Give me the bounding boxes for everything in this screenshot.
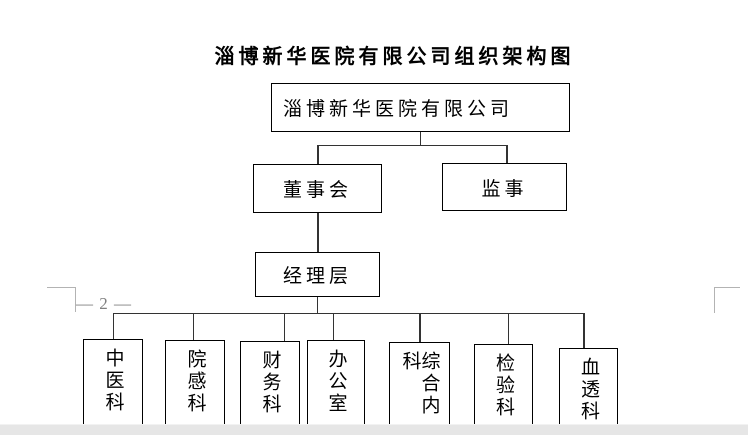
org-node-root[interactable]: 淄博新华医院有限公司 (271, 83, 570, 132)
org-node-dept-finance[interactable]: 财务科 (240, 341, 300, 433)
org-node-board-label: 董事会 (282, 180, 352, 201)
page-title: 淄博新华医院有限公司组织架构图 (214, 46, 575, 68)
org-node-dept-finance-label: 财务科 (259, 350, 281, 416)
connector-dept2-drop (192, 313, 194, 340)
connector-root-down (419, 132, 421, 146)
org-node-supervisor[interactable]: 监事 (442, 163, 567, 211)
org-node-dept-general-internal-medicine[interactable]: 综合内科 (389, 342, 450, 433)
org-node-dept-hemodialysis-label: 血透科 (578, 357, 599, 423)
connector-dept5-drop (419, 313, 421, 343)
crop-mark-left-horizontal (47, 287, 75, 288)
connector-dept7-drop (583, 313, 585, 349)
crop-mark-right-vertical (714, 287, 715, 313)
connector-board-management (317, 213, 319, 252)
connector-dept6-drop (507, 313, 509, 345)
org-node-dept-office[interactable]: 办公室 (307, 340, 365, 433)
horizontal-scrollbar[interactable] (0, 424, 748, 435)
connector-management-down (316, 297, 318, 314)
org-node-management[interactable]: 经理层 (255, 252, 380, 297)
connector-dept3-drop (283, 313, 285, 342)
org-node-root-label: 淄博新华医院有限公司 (283, 99, 514, 120)
org-node-dept-laboratory[interactable]: 检验科 (474, 344, 533, 433)
org-node-dept-hemodialysis[interactable]: 血透科 (559, 348, 618, 433)
connector-supervisor-drop (506, 145, 508, 164)
connector-board-drop (317, 145, 319, 165)
org-node-supervisor-label: 监事 (481, 178, 528, 200)
connector-departments-rail (112, 312, 584, 314)
org-node-dept-tcm-label: 中医科 (102, 348, 124, 414)
org-node-dept-infection-control[interactable]: 院感科 (165, 340, 225, 433)
org-node-dept-infection-control-label: 院感科 (184, 349, 206, 415)
connector-level2-rail (317, 144, 508, 146)
org-node-dept-office-label: 办公室 (325, 349, 347, 415)
org-node-board[interactable]: 董事会 (253, 164, 382, 213)
org-node-dept-tcm[interactable]: 中医科 (83, 339, 143, 433)
crop-mark-left-vertical (75, 287, 76, 312)
crop-mark-right-horizontal (714, 287, 740, 288)
connector-dept1-drop (112, 313, 114, 340)
connector-dept4-drop (332, 313, 334, 341)
page-number: — 2 — (76, 294, 132, 313)
org-node-management-label: 经理层 (282, 266, 352, 287)
org-node-dept-laboratory-label: 检验科 (493, 353, 514, 419)
org-node-dept-general-internal-medicine-label: 综合内科 (399, 351, 440, 417)
